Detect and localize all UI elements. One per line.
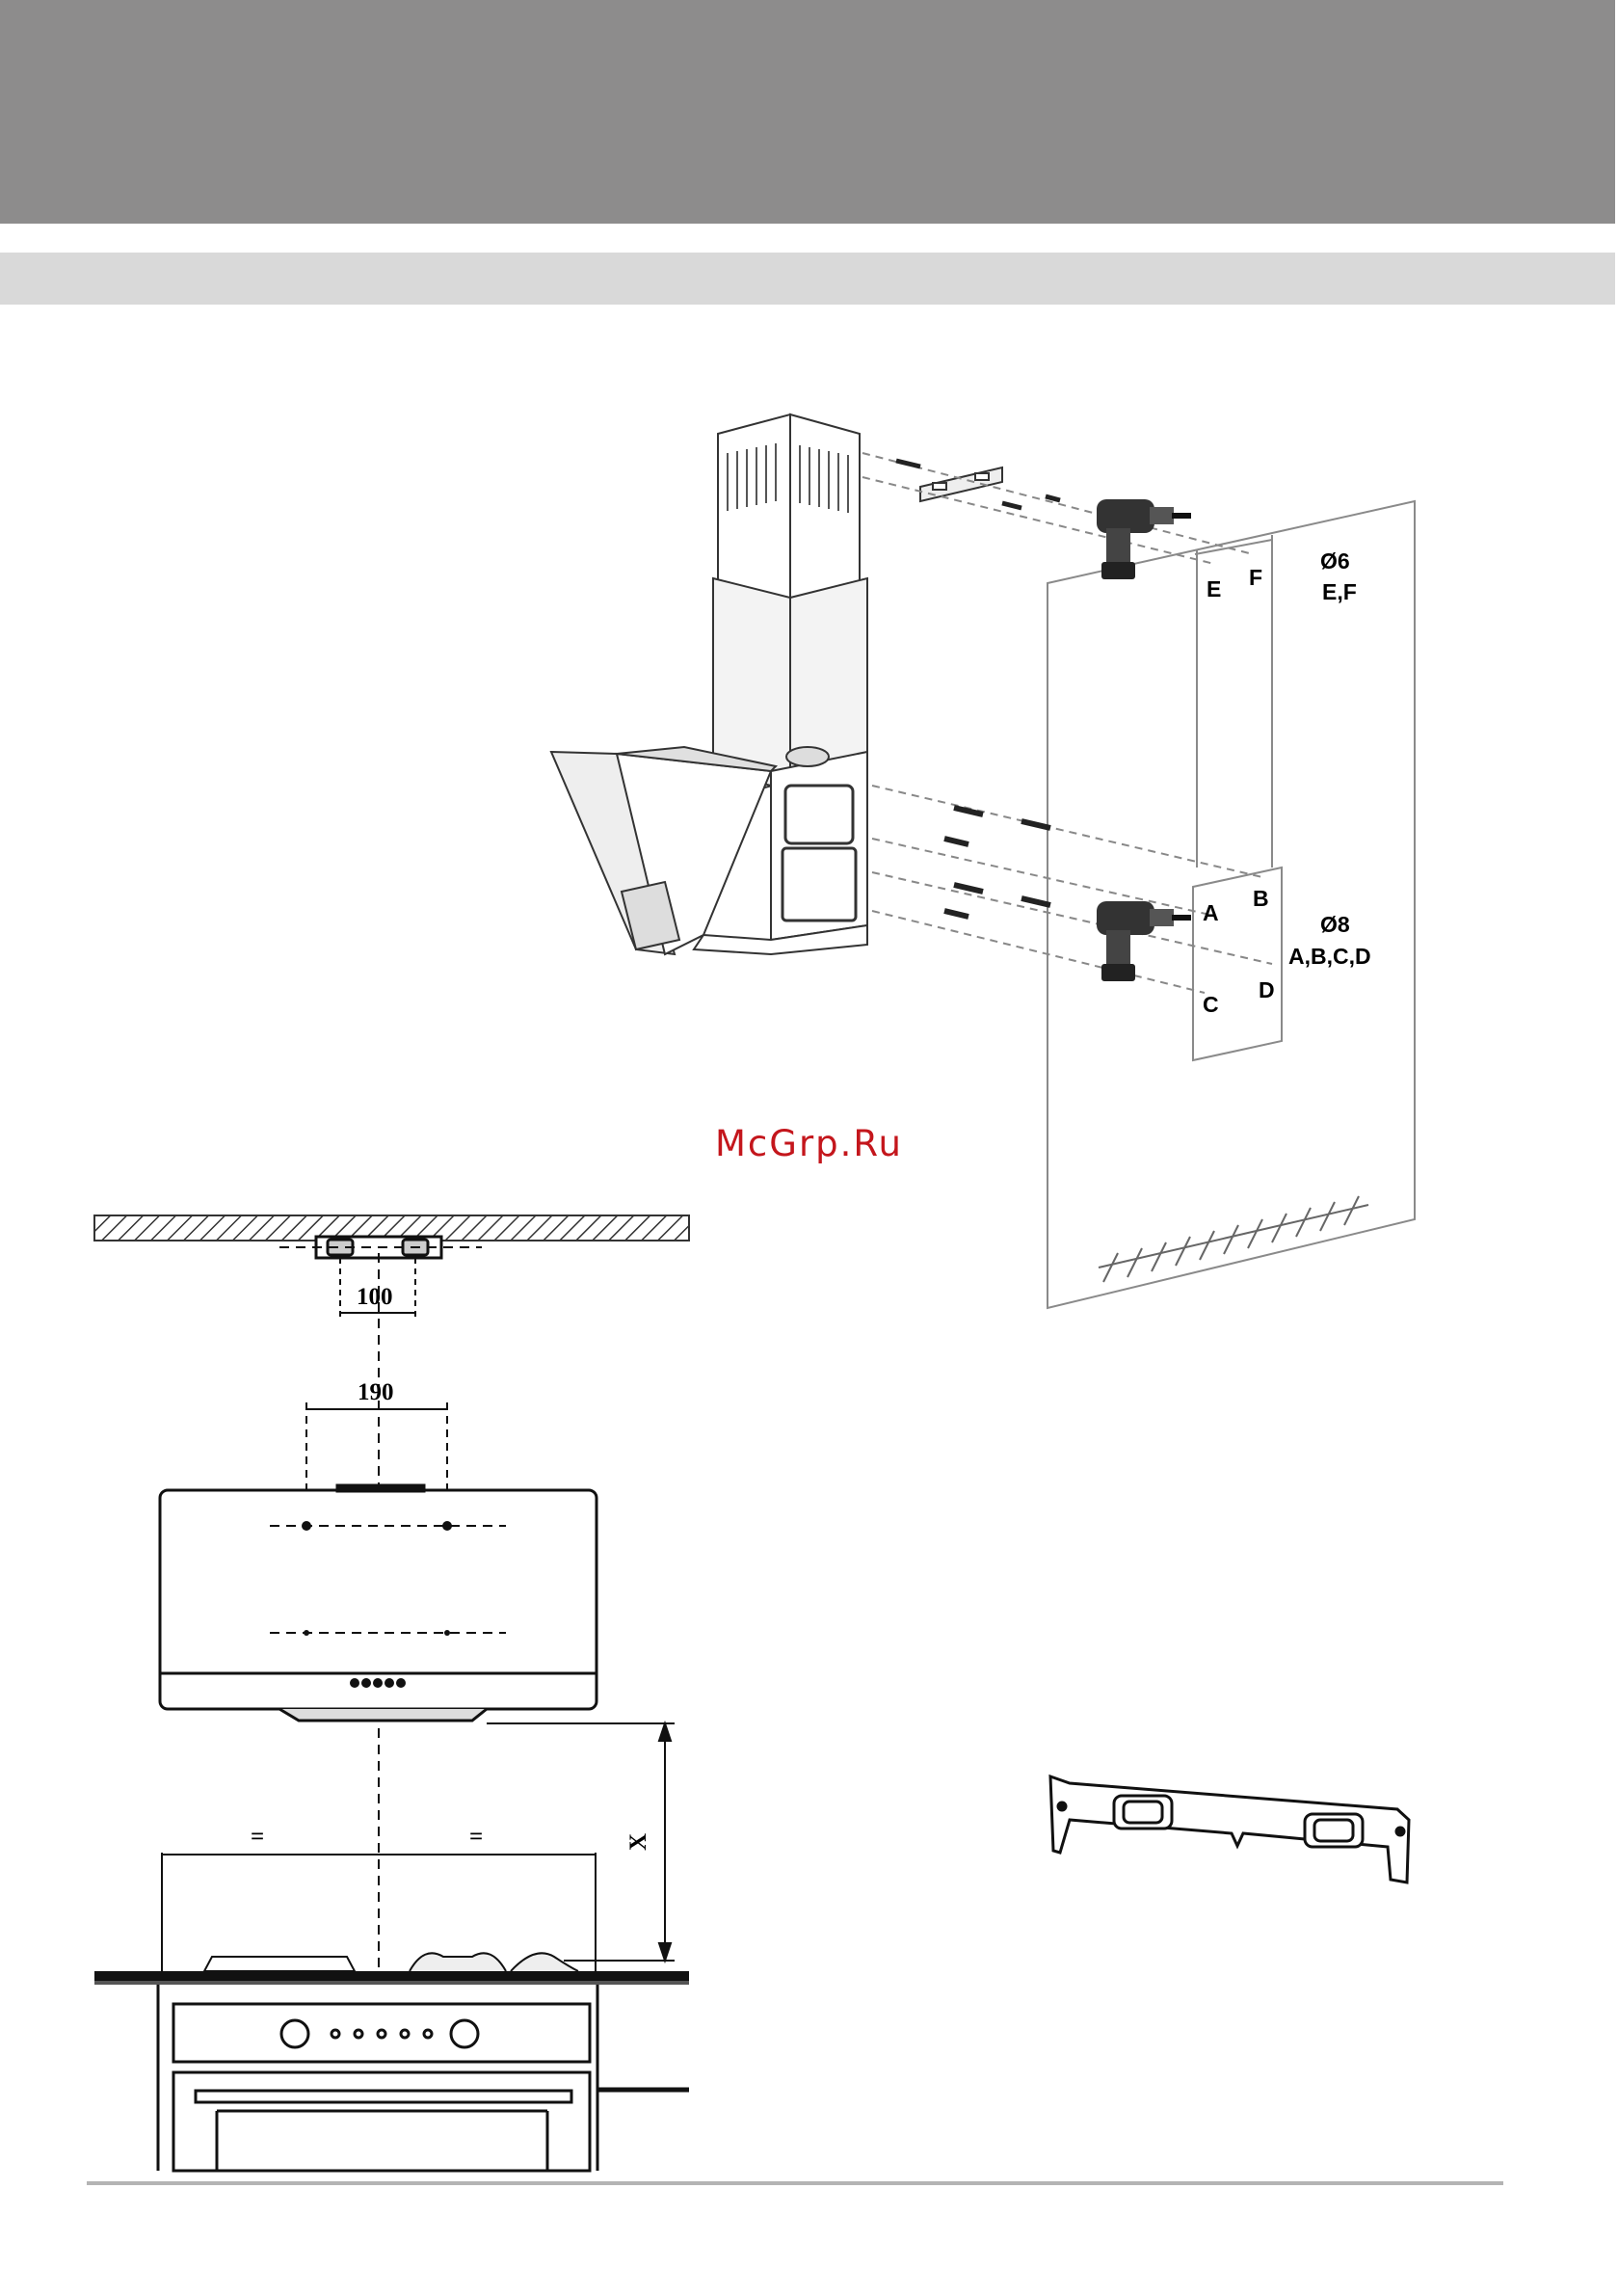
equal-right-label: =	[469, 1824, 483, 1850]
hole-label-f: F	[1249, 565, 1262, 590]
upper-hole-diameter: Ø6	[1320, 548, 1350, 574]
countertop-edge	[94, 1981, 689, 1985]
spirit-level-icon	[920, 467, 1002, 501]
dimension-100-label: 100	[357, 1284, 393, 1310]
hole-label-b: B	[1253, 886, 1269, 911]
footer-rule	[87, 2181, 1503, 2185]
hole-label-c: C	[1203, 992, 1219, 1017]
hob-icon	[204, 1953, 578, 1971]
watermark: McGrp.Ru	[715, 1123, 903, 1164]
lower-hole-diameter: Ø8	[1320, 912, 1350, 937]
wall-hatch	[1099, 1196, 1368, 1282]
upper-hole-list: E,F	[1322, 579, 1357, 604]
range-hood-icon	[551, 414, 867, 954]
guide-lines-upper	[862, 453, 1253, 564]
dimension-x-label: X	[625, 1833, 651, 1851]
hole-label-a: A	[1203, 900, 1219, 925]
hole-label-e: E	[1207, 576, 1221, 601]
hole-label-d: D	[1259, 977, 1275, 1002]
equal-left-label: =	[251, 1824, 264, 1850]
lower-hole-list: A,B,C,D	[1288, 944, 1371, 969]
dimension-190-label: 190	[358, 1379, 394, 1405]
oven-icon	[158, 1985, 597, 2171]
countertop	[94, 1971, 689, 1981]
drill-icon	[1097, 499, 1191, 579]
wall-bracket-icon	[1050, 1776, 1409, 1882]
